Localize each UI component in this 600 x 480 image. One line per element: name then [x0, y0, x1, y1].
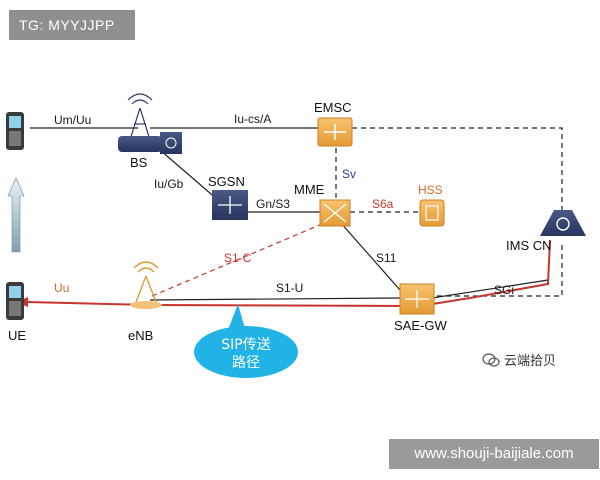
top-left-tag: TG: MYYJJPP — [9, 10, 135, 40]
label-gn-s3: Gn/S3 — [256, 197, 290, 211]
sip-callout — [194, 304, 298, 378]
label-sgsn: SGSN — [208, 174, 245, 189]
site-watermark: www.shouji-baijiale.com — [389, 439, 599, 469]
bs-switch-icon — [118, 132, 182, 154]
label-uu: Uu — [54, 281, 69, 295]
label-um-uu: Um/Uu — [54, 113, 91, 127]
label-s11: S11 — [376, 251, 397, 265]
label-sgi: SGi — [494, 283, 514, 297]
sae-gw-icon — [399, 283, 435, 315]
line-sgi — [431, 279, 549, 299]
emsc-icon — [317, 117, 353, 147]
line-s1-u — [149, 297, 401, 301]
label-s1-c: S1-C — [224, 251, 252, 265]
line-iu-gb — [159, 149, 219, 201]
phone-icon-ue — [6, 282, 24, 320]
brand-watermark: 云端拾贝 — [482, 350, 556, 369]
label-mme: MME — [294, 182, 325, 197]
label-emsc: EMSC — [314, 100, 352, 115]
line-emsc-ims — [352, 127, 563, 224]
label-ue: UE — [8, 328, 26, 343]
label-hss: HSS — [418, 183, 443, 197]
label-iu-gb: Iu/Gb — [154, 177, 184, 191]
label-sae-gw: SAE-GW — [394, 318, 447, 333]
label-ims-cn: IMS CN — [506, 238, 552, 253]
label-bs: BS — [130, 155, 148, 170]
label-s1-u: S1-U — [276, 281, 303, 295]
line-s11 — [339, 221, 401, 291]
callout-line1: SIP传送 — [221, 337, 270, 353]
label-iu-cs-a: Iu-cs/A — [234, 112, 271, 126]
label-sv: Sv — [342, 167, 356, 181]
sgsn-icon — [212, 190, 248, 220]
upgrade-arrow-icon — [7, 177, 25, 253]
label-s6a: S6a — [372, 197, 394, 211]
wechat-icon — [482, 352, 500, 367]
hss-icon — [419, 199, 445, 227]
ims-cn-icon — [540, 210, 586, 236]
bs-tower-icon — [127, 93, 153, 141]
line-s1-c — [151, 223, 323, 297]
mme-icon — [319, 199, 351, 227]
callout-line2: 路径 — [232, 355, 260, 371]
enb-tower-icon — [130, 261, 162, 309]
brand-text: 云端拾贝 — [504, 354, 557, 369]
sip-path — [27, 239, 551, 308]
phone-icon-top — [6, 112, 24, 150]
label-enb: eNB — [128, 328, 153, 343]
